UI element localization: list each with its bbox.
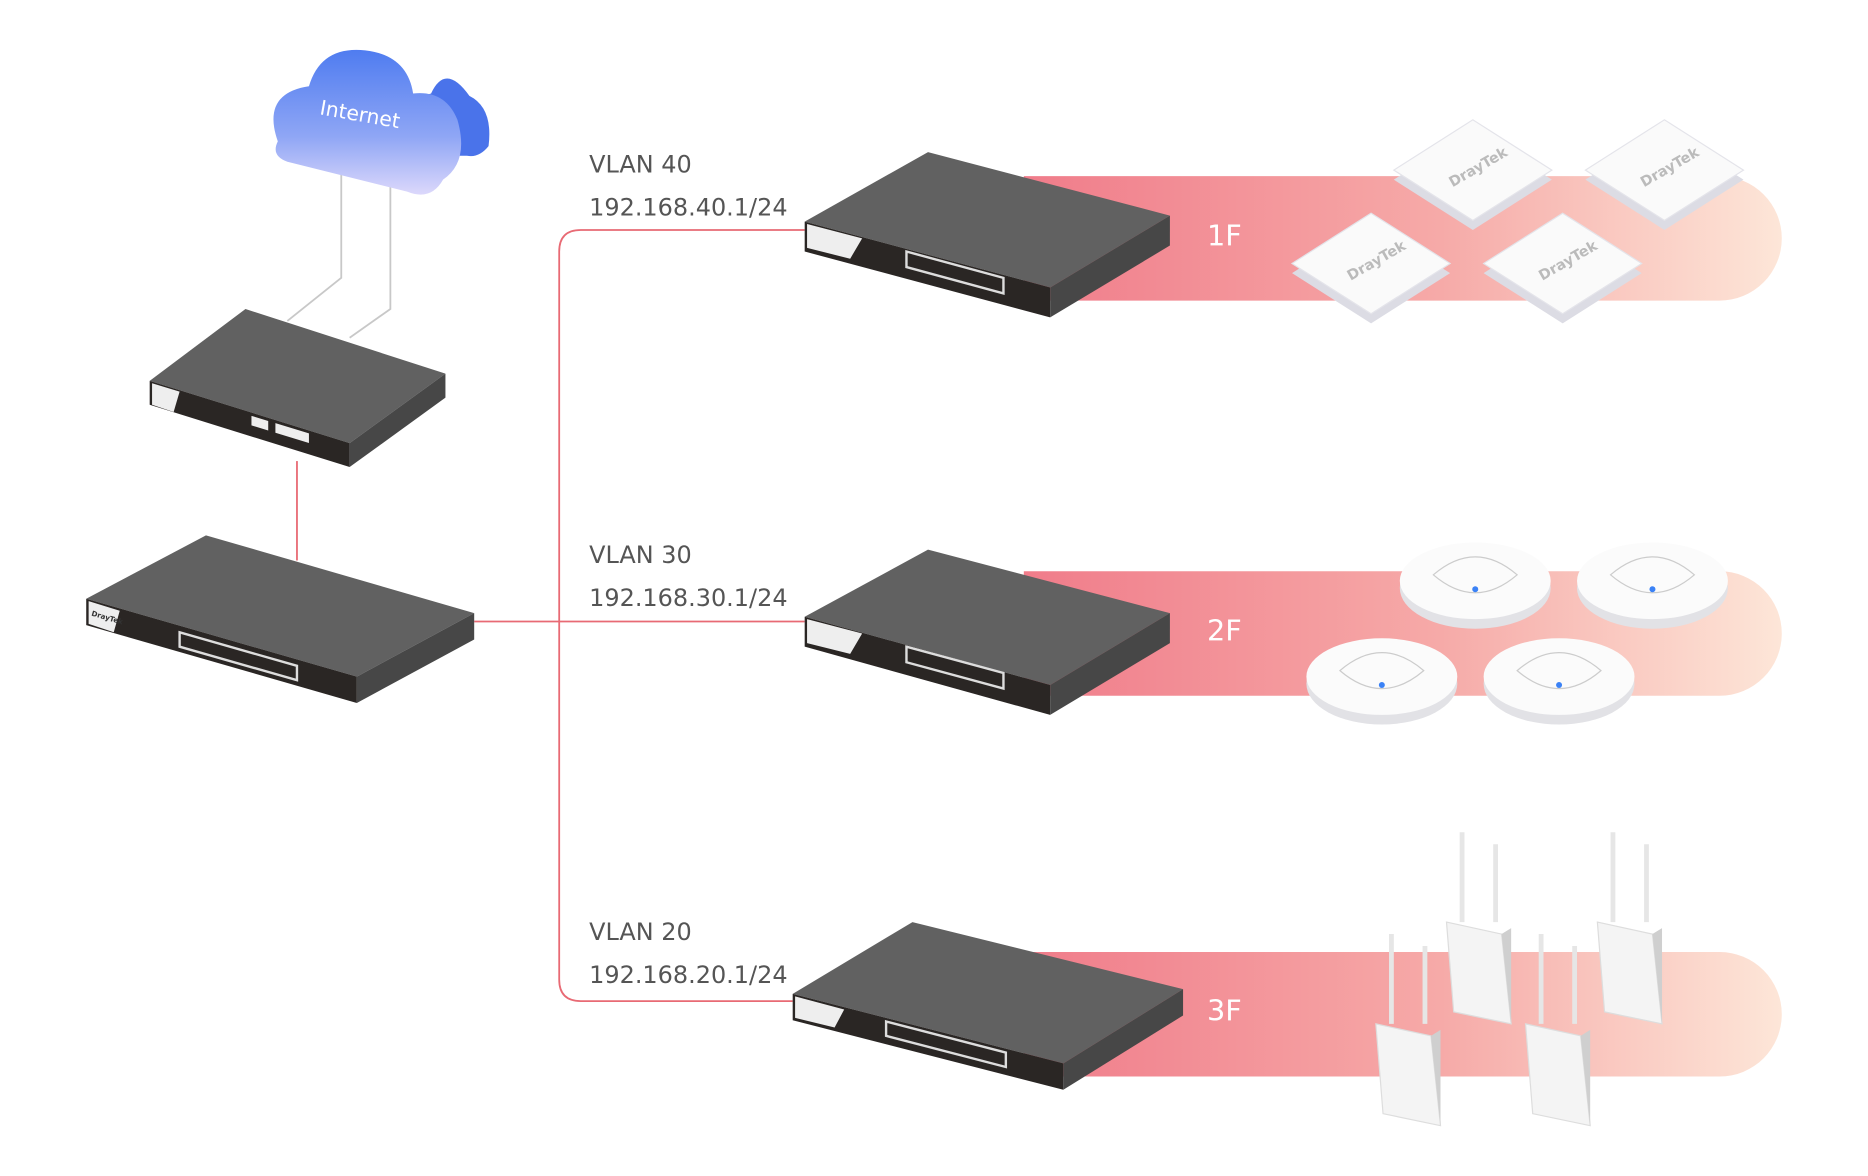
floor-label: 3F	[1207, 993, 1242, 1027]
router-device	[149, 308, 446, 468]
internet-cloud-icon: Internet	[273, 49, 490, 195]
round-ap-icons	[1306, 542, 1728, 725]
subnet-label: 192.168.40.1/24	[589, 194, 787, 222]
vlan40-link	[558, 229, 805, 1003]
floor-switch-2f	[804, 549, 1170, 715]
floor-label: 1F	[1207, 219, 1242, 253]
vlan-label: VLAN 40	[589, 150, 692, 178]
vlan-label: VLAN 30	[589, 541, 692, 569]
subnet-label: 192.168.30.1/24	[589, 584, 787, 612]
core-switch-device: DrayTek	[86, 535, 475, 703]
floor-switch-3f	[792, 922, 1184, 1090]
outdoor-ap-icons	[1375, 832, 1663, 1127]
subnet-label: 192.168.20.1/24	[589, 961, 787, 989]
floor-switch-1f	[804, 152, 1170, 318]
floor-band-3f	[1023, 952, 1782, 1077]
vlan-label: VLAN 20	[589, 918, 692, 946]
network-links	[296, 229, 805, 1003]
internet-cables	[286, 167, 392, 339]
floor-label: 2F	[1207, 614, 1242, 648]
square-ap-icons: DrayTek DrayTek DrayTek DrayTek	[1290, 119, 1745, 324]
